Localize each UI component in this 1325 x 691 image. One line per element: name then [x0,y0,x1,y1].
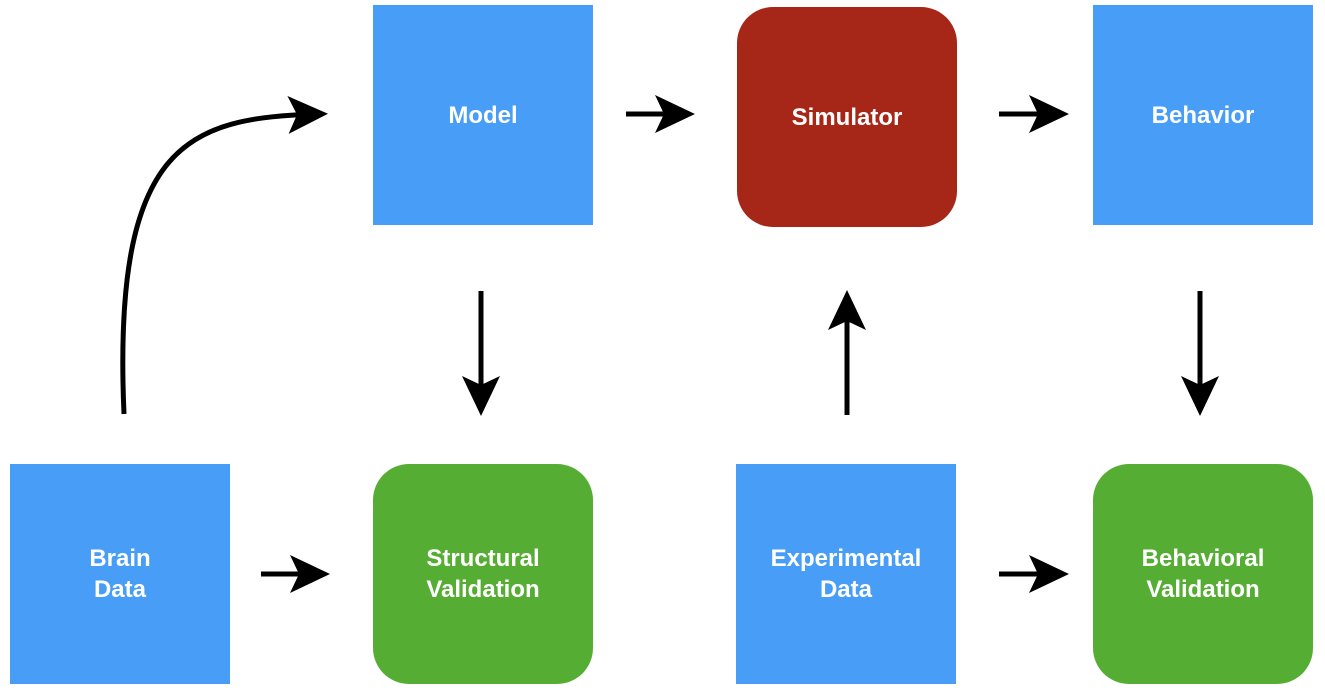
model-node: Model [373,5,593,225]
simulator-node: Simulator [737,7,957,227]
structural-validation-node: Structural Validation [373,464,593,684]
brain-data-node-label: Brain Data [89,545,151,603]
model-node-label: Model [448,101,518,129]
experimental-data-node: Experimental Data [736,464,956,684]
behavioral-validation-node: Behavioral Validation [1093,464,1313,684]
brain-data-node: Brain Data [10,464,230,684]
behavioral-validation-node-label: Behavioral Validation [1141,545,1265,603]
behavior-node: Behavior [1093,5,1313,225]
behavior-node-label: Behavior [1151,101,1255,129]
structural-validation-node-label: Structural Validation [426,545,540,603]
experimental-data-node-label: Experimental Data [770,545,922,603]
simulator-node-label: Simulator [791,103,903,131]
arrow-brain-data-to-model [120,95,328,415]
